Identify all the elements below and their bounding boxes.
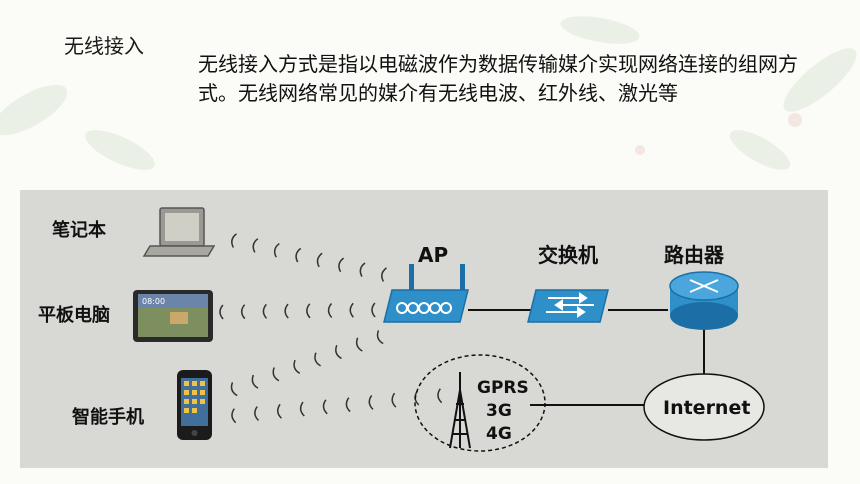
mobile-label-3g: 3G [486, 401, 512, 421]
wave-arc [252, 238, 259, 253]
laptop-icon [142, 207, 216, 257]
wave-arc [277, 403, 282, 419]
wave-arc [437, 388, 443, 404]
cell-tower-icon [449, 372, 471, 449]
slide-body-text: 无线接入方式是指以电磁波作为数据传输媒介实现网络连接的组网方式。无线网络常见的媒… [198, 52, 798, 105]
wave-arc [371, 302, 376, 318]
mobile-label-gprs: GPRS [477, 378, 529, 398]
network-diagram: 笔记本 平板电脑 智能手机 08:00 [20, 190, 828, 468]
mobile-label-4g: 4G [486, 424, 512, 444]
wave-arc [219, 304, 224, 320]
phone-label: 智能手机 [72, 406, 144, 428]
router-icon [669, 271, 739, 330]
wave-arc [295, 247, 302, 263]
wave-arc [316, 252, 323, 268]
wave-arc [391, 392, 397, 408]
wave-arc [293, 359, 301, 374]
access-point-icon [383, 264, 469, 323]
tablet-screen-time: 08:00 [142, 297, 165, 306]
wave-arc [355, 337, 363, 352]
wave-arc [284, 303, 289, 319]
internet-label: Internet [663, 397, 750, 419]
mobile-network: GPRS 3G 4G [414, 354, 546, 452]
wireless-waves [219, 233, 443, 424]
wave-arc [231, 233, 237, 248]
tablet-label: 平板电脑 [38, 304, 110, 326]
internet-cloud: Internet [643, 373, 765, 441]
wave-arc [306, 303, 311, 319]
wave-arc [314, 352, 322, 367]
wave-arc [299, 401, 305, 417]
tablet-icon: 08:00 [133, 290, 213, 342]
wave-arc [240, 304, 246, 320]
wave-arc [273, 242, 280, 258]
smartphone-icon [177, 370, 212, 440]
wave-arc [262, 303, 268, 319]
wave-arc [338, 257, 345, 273]
router-label: 路由器 [664, 243, 725, 267]
slide-heading: 无线接入 [64, 34, 144, 58]
wave-arc [349, 302, 354, 318]
wave-arc [251, 374, 259, 389]
wave-arc [345, 397, 351, 413]
wave-arc [322, 399, 328, 415]
wave-arc [381, 267, 387, 282]
wave-arc [359, 262, 366, 277]
wave-arc [368, 394, 374, 410]
wave-arc [230, 382, 238, 397]
wave-arc [327, 303, 333, 319]
wave-arc [376, 330, 384, 345]
wave-arc [272, 367, 280, 382]
wave-arc [254, 406, 260, 421]
laptop-label: 笔记本 [52, 219, 106, 241]
switch-label: 交换机 [538, 243, 598, 267]
wave-arc [231, 408, 237, 424]
switch-icon [527, 289, 609, 323]
ap-label: AP [418, 243, 448, 267]
wave-arc [335, 344, 342, 360]
